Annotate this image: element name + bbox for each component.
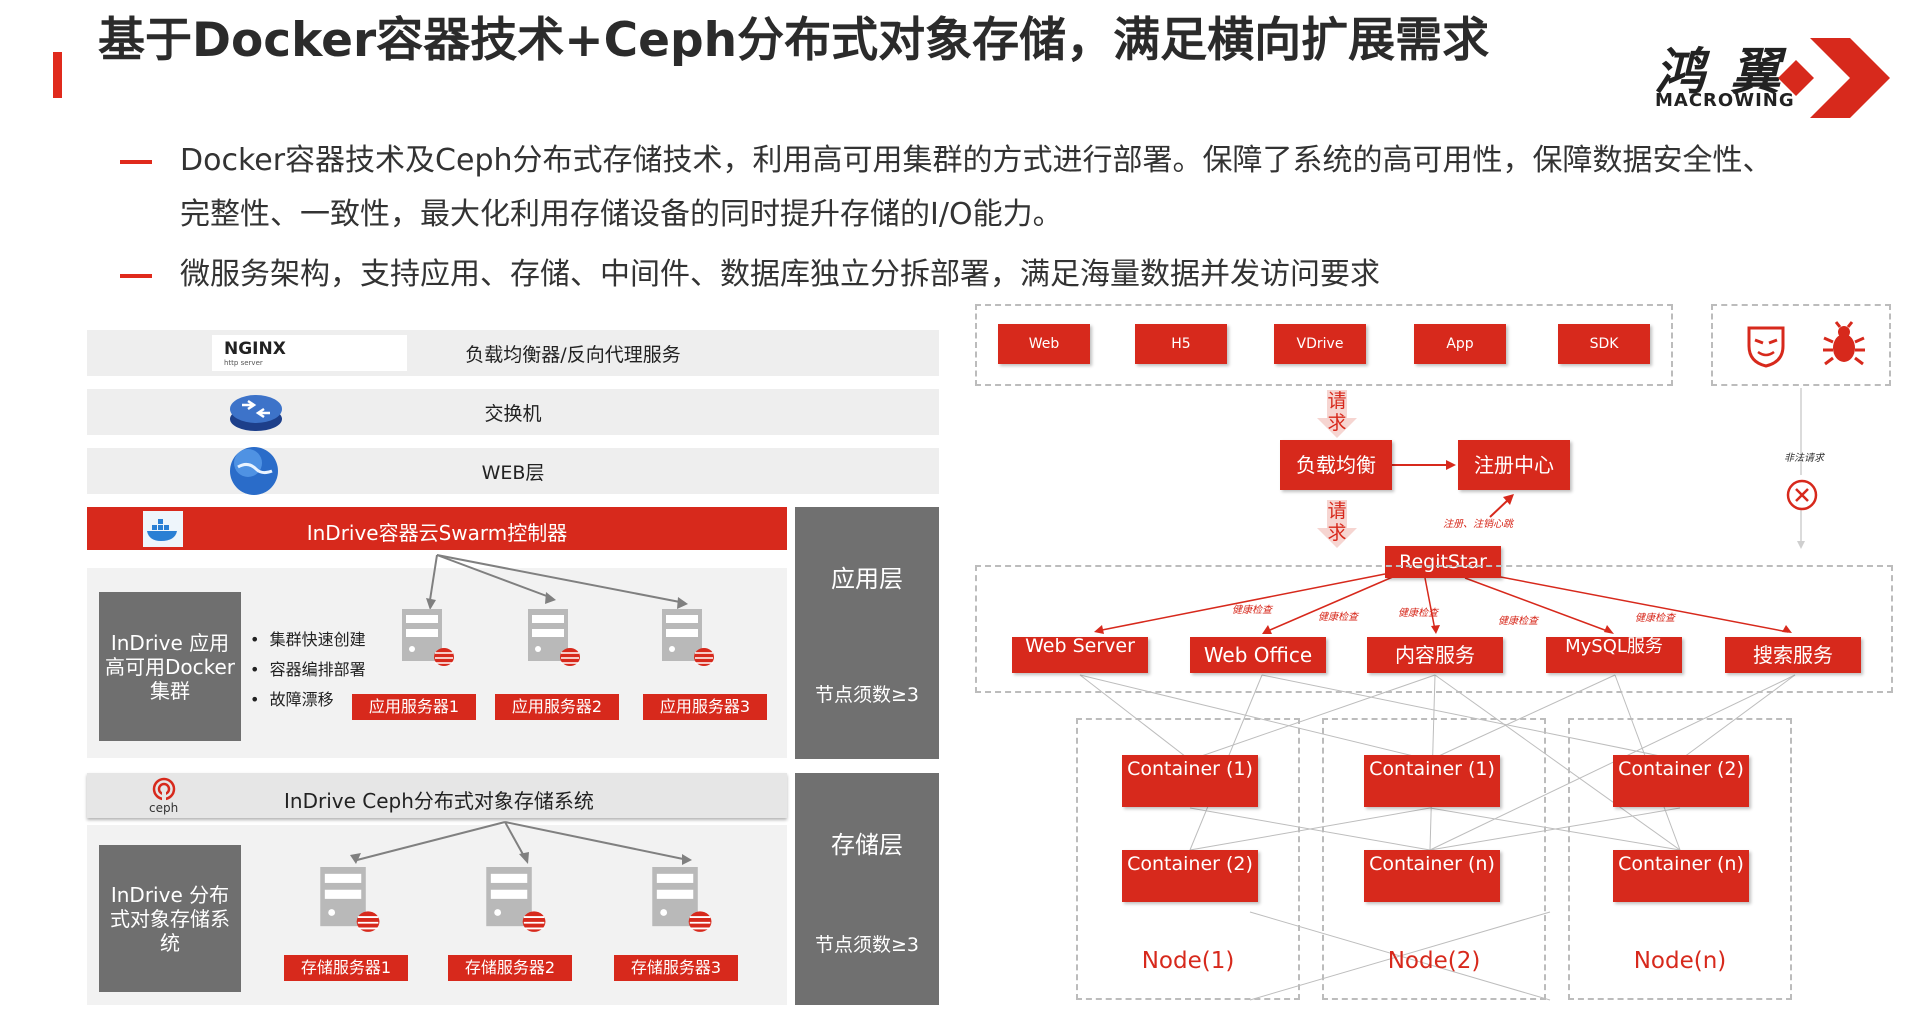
docker-icon [143,511,183,547]
registry-note: 注册、注销心跳 [1443,519,1513,530]
storage-server-tag-1: 存储服务器1 [284,955,408,981]
app-server-tag-1: 应用服务器1 [352,694,476,720]
service-web-server: Web Server [1012,637,1148,673]
node-2-container-a: Container (1) [1364,755,1500,807]
app-cluster-box: InDrive 应用高可用Docker集群 [99,592,241,741]
node-2-group [1322,718,1546,1000]
bullet-2: 微服务架构，支持应用、存储、中间件、数据库独立分拆部署，满足海量数据并发访问要求 [180,257,1380,292]
services-group [975,565,1893,693]
storage-cluster-box: InDrive 分布式对象存储系统 [99,845,241,992]
ceph-logo-text: ceph [149,801,179,815]
ceph-title: InDrive Ceph分布式对象存储系统 [284,789,594,813]
storage-layer-box: 存储层 节点须数≥3 [795,773,939,1005]
health-check-label-5: 健康检查 [1635,613,1675,624]
load-balancer-node: 负载均衡 [1280,440,1392,490]
node-1-label: Node(1) [1141,948,1235,974]
client-web: Web [998,324,1090,364]
band-switch: 交换机 [87,389,939,435]
storage-server-icon-3 [652,867,712,932]
storage-server-icon-1 [320,867,380,932]
title-accent-bar [53,52,62,98]
node-1-group [1076,718,1300,1000]
bullet-dash-2 [120,274,152,278]
hacker-mask-icon [1747,326,1785,368]
node-1-container-a: Container (1) [1122,755,1258,807]
storage-server-tag-2: 存储服务器2 [448,955,572,981]
bullet-1-line-2: 完整性、一致性，最大化利用存储设备的同时提升存储的I/O能力。 [180,197,1063,232]
node-n-container-a: Container (2) [1613,755,1749,807]
service-web-office: Web Office [1190,637,1326,673]
service-content: 内容服务 [1367,637,1503,673]
swarm-label: InDrive容器云Swarm控制器 [306,521,568,545]
service-mysql: MySQL服务 [1546,637,1682,673]
node-1-container-b: Container (2) [1122,850,1258,902]
bullet-dash-1 [120,160,152,164]
node-n-label: Node(n) [1633,948,1727,974]
storage-connectors [350,821,692,865]
node-2-container-b: Container (n) [1364,850,1500,902]
storage-server-tag-3: 存储服务器3 [614,955,738,981]
app-server-icon-3 [662,609,714,666]
feature-list: • 集群快速创建 • 容器编排部署 • 故障漂移 [250,625,366,715]
app-layer-name: 应用层 [831,565,903,593]
band-label-lb: 负载均衡器/反向代理服务 [465,343,681,366]
app-layer-note: 节点须数≥3 [814,684,919,706]
logo-arrow-icon [1778,38,1890,118]
request-label-1: 请求 [1327,390,1347,434]
page-title: 基于Docker容器技术+Ceph分布式对象存储，满足横向扩展需求 [98,13,1490,68]
node-2-label: Node(2) [1387,948,1481,974]
request-label-2: 请求 [1327,500,1347,544]
band-label-web: WEB层 [481,461,545,484]
storage-layer-note: 节点须数≥3 [814,934,919,956]
ceph-icon [152,777,176,801]
block-icon [1786,479,1818,511]
app-server-tag-2: 应用服务器2 [495,694,619,720]
swarm-controller-bar: InDrive容器云Swarm控制器 [87,507,787,550]
bullet-1-line-1: Docker容器技术及Ceph分布式存储技术，利用高可用集群的方式进行部署。保障… [180,143,1773,178]
app-server-icon-1 [402,609,454,666]
feature-item: • 集群快速创建 [250,630,366,649]
app-server-tag-3: 应用服务器3 [643,694,767,720]
band-load-balancer: NGINX http server 负载均衡器/反向代理服务 [87,330,939,376]
health-check-label-4: 健康检查 [1498,616,1538,627]
feature-item: • 故障漂移 [250,690,334,709]
logo-text-en: MACROWING [1655,90,1795,111]
switch-icon [230,395,282,431]
nginx-logo: NGINX http server [212,335,407,371]
threat-group [1711,304,1891,386]
client-sdk: SDK [1558,324,1650,364]
app-layer-box: 应用层 节点须数≥3 [795,507,939,759]
client-app: App [1414,324,1506,364]
bug-icon [1823,321,1865,366]
band-label-switch: 交换机 [484,402,542,425]
storage-server-icon-2 [486,867,546,932]
health-check-label-1: 健康检查 [1232,605,1272,616]
client-group [975,304,1673,386]
feature-item: • 容器编排部署 [250,660,366,679]
storage-layer-name: 存储层 [831,831,903,859]
service-search: 搜索服务 [1725,637,1861,673]
node-n-group [1568,718,1792,1000]
logo-text-cn: 鸿 翼 [1655,43,1785,101]
regitstar-node: RegitStar [1385,546,1501,578]
illegal-request-label: 非法请求 [1784,453,1824,464]
client-h5: H5 [1135,324,1227,364]
ceph-title-bar: ceph InDrive Ceph分布式对象存储系统 [87,773,787,818]
health-check-label-2: 健康检查 [1318,612,1358,623]
app-server-icon-2 [528,609,580,666]
app-server-connectors [426,554,688,610]
client-vdrive: VDrive [1274,324,1366,364]
globe-icon [230,447,278,495]
band-web: WEB层 [87,447,939,495]
health-check-label-3: 健康检查 [1398,608,1438,619]
node-n-container-b: Container (n) [1613,850,1749,902]
registry-node: 注册中心 [1458,440,1570,490]
